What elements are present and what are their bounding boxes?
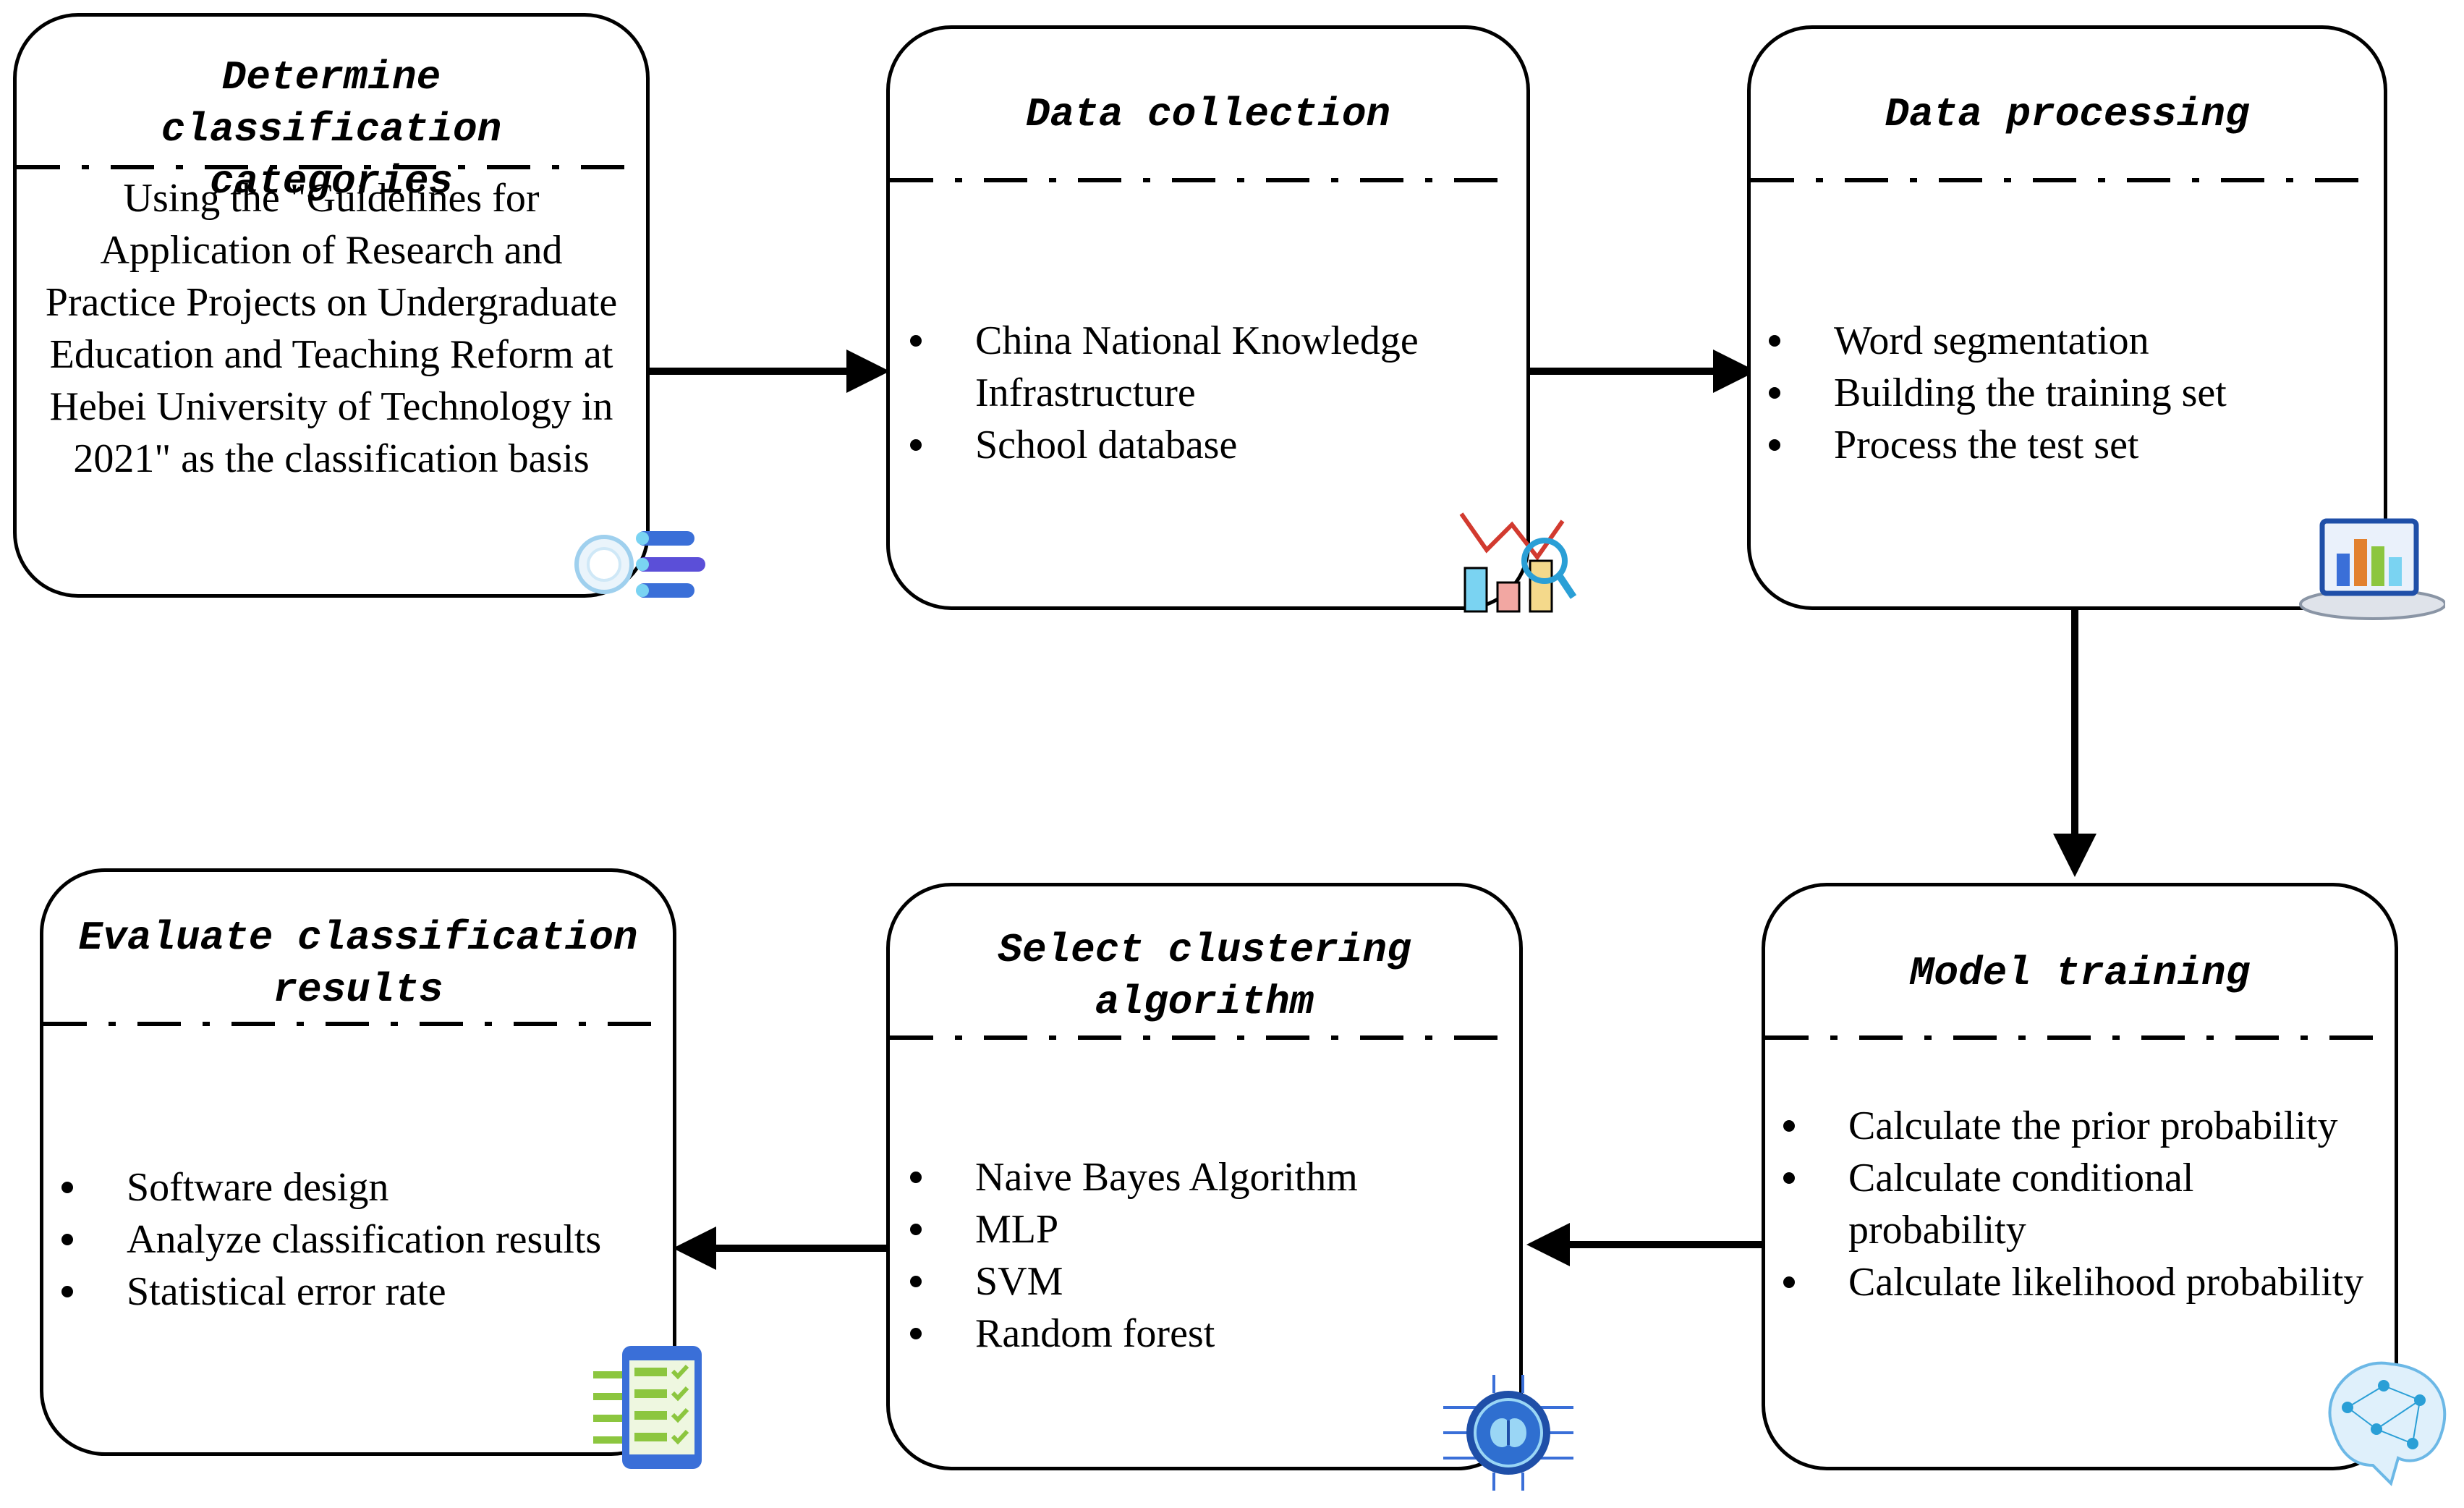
list-item: Building the training set xyxy=(1769,367,2369,419)
step-title: Select clustering algorithm xyxy=(998,927,1411,1025)
list-item: Calculate the prior probability xyxy=(1783,1100,2373,1152)
step-evaluate-results: Evaluate classification results Software… xyxy=(40,868,676,1456)
chart-magnifier-icon xyxy=(1459,512,1577,613)
step-description: Using the "Guidelines for Application of… xyxy=(45,176,618,481)
list-item: Random forest xyxy=(910,1308,1505,1360)
tablet-checklist-icon xyxy=(593,1346,702,1469)
step-data-processing: Data processing Word segmentation Buildi… xyxy=(1747,25,2387,610)
list-item: China National Knowledge Infrastructure xyxy=(910,315,1512,419)
search-list-icon xyxy=(574,531,705,598)
section-divider xyxy=(1751,178,2371,182)
list-item: Calculate conditional probability xyxy=(1783,1152,2373,1256)
list-item: MLP xyxy=(910,1203,1505,1255)
list-item: Naive Bayes Algorithm xyxy=(910,1151,1505,1203)
list-item: Word segmentation xyxy=(1769,315,2369,367)
step-model-training: Model training Calculate the prior proba… xyxy=(1762,883,2398,1470)
item-list: Calculate the prior probability Calculat… xyxy=(1783,1100,2373,1308)
neural-brain-icon xyxy=(2328,1361,2447,1486)
section-divider xyxy=(890,1035,1506,1040)
list-item: Software design xyxy=(61,1161,666,1213)
item-list: Naive Bayes Algorithm MLP SVM Random for… xyxy=(910,1151,1505,1360)
step-determine-categories: Determine classification categories Usin… xyxy=(13,13,650,598)
laptop-bar-chart-icon xyxy=(2299,518,2445,620)
item-list: Word segmentation Building the training … xyxy=(1769,315,2369,471)
section-divider xyxy=(890,178,1513,182)
list-item: Statistical error rate xyxy=(61,1266,666,1318)
step-title: Data processing xyxy=(1885,91,2250,137)
ai-brain-chip-icon xyxy=(1443,1375,1573,1491)
list-item: Process the test set xyxy=(1769,419,2369,471)
section-divider xyxy=(17,165,633,169)
step-title: Model training xyxy=(1909,950,2251,996)
step-select-algorithm: Select clustering algorithm Naive Bayes … xyxy=(886,883,1523,1470)
step-title: Evaluate classification results xyxy=(78,915,638,1013)
section-divider xyxy=(43,1022,660,1026)
item-list: China National Knowledge Infrastructure … xyxy=(910,315,1512,471)
list-item: School database xyxy=(910,419,1512,471)
list-item: Analyze classification results xyxy=(61,1213,666,1266)
step-title: Data collection xyxy=(1025,91,1391,137)
item-list: Software design Analyze classification r… xyxy=(61,1161,666,1318)
list-item: Calculate likelihood probability xyxy=(1783,1256,2373,1308)
section-divider xyxy=(1765,1035,2382,1040)
list-item: SVM xyxy=(910,1255,1505,1308)
step-data-collection: Data collection China National Knowledge… xyxy=(886,25,1530,610)
